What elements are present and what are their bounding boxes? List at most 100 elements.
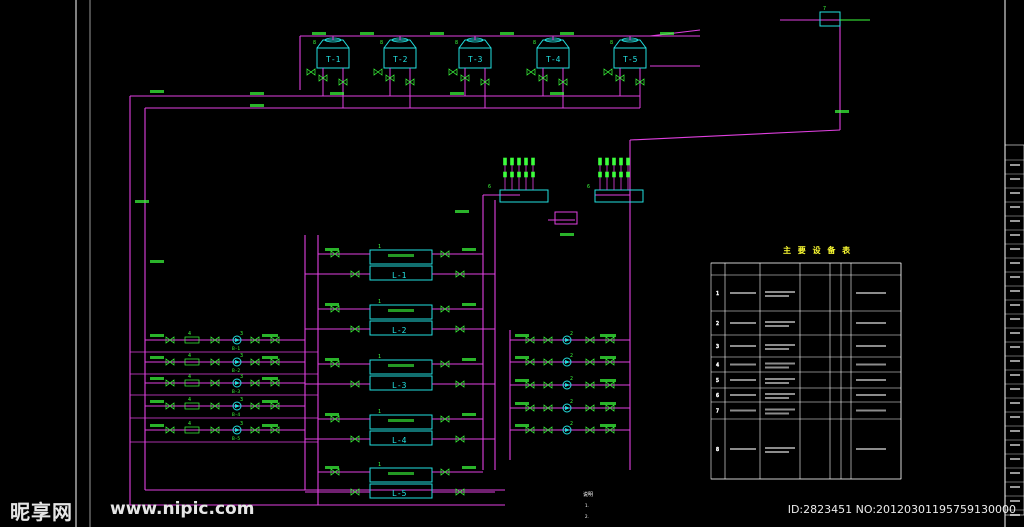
valve-icon	[543, 381, 553, 389]
valve-icon	[165, 402, 175, 410]
valve-icon	[440, 468, 450, 476]
watermark-id: ID:2823451 NO:20120301195759130000	[787, 503, 1016, 516]
chiller-label: L-3	[392, 381, 407, 390]
right-pump-number: 2	[570, 331, 573, 337]
valve-icon	[250, 358, 260, 366]
cooling-tower: T-18	[306, 36, 350, 108]
pipe-size-label	[150, 334, 164, 337]
pipe-size-label	[150, 424, 164, 427]
valve-icon	[455, 270, 465, 278]
valve-icon	[440, 360, 450, 368]
chiller-evaporator	[369, 467, 433, 483]
tower-label: T-3	[468, 55, 483, 64]
chiller-unit: L-41	[305, 409, 495, 446]
valve-icon	[350, 380, 360, 388]
valve-icon	[455, 435, 465, 443]
right-pump-number: 2	[570, 399, 573, 405]
filter-icon	[184, 358, 200, 366]
pump-label: B-5	[232, 436, 240, 442]
pump-number: 3	[240, 421, 243, 427]
valve-icon	[525, 404, 535, 412]
tower-number: 8	[533, 40, 536, 46]
notes-line-2: 2.	[585, 514, 589, 519]
distributor-valve-stacks	[503, 157, 630, 190]
valve-icon	[250, 426, 260, 434]
valve-icon	[460, 74, 470, 82]
pump-label: B-2	[232, 368, 240, 374]
valve-icon	[350, 488, 360, 496]
right-pump-number: 2	[570, 353, 573, 359]
filter-number: 4	[188, 331, 191, 337]
tower-label: T-2	[393, 55, 408, 64]
pipe-size-label	[262, 424, 278, 427]
valve-icon	[165, 336, 175, 344]
valve-icon	[543, 336, 553, 344]
filter-number: 4	[188, 353, 191, 359]
chiller-label: L-2	[392, 326, 407, 335]
watermark-url: www.nipic.com	[110, 499, 255, 519]
chiller-rows: L-11L-21L-31L-41L-5 1	[305, 244, 495, 499]
pump-icon	[562, 380, 572, 390]
chiller-unit: L-5 1	[305, 462, 495, 499]
chiller-label: L-5	[392, 489, 407, 498]
valve-icon	[210, 379, 220, 387]
chiller-unit: L-31	[305, 354, 495, 391]
right-pump-row: 2	[510, 421, 630, 435]
left-pump-row: 4 3B-3	[130, 374, 318, 396]
filter-icon	[184, 402, 200, 410]
valve-icon	[525, 381, 535, 389]
valve-icon	[538, 74, 548, 82]
makeup-number: 7	[823, 6, 826, 12]
pipe-size-label	[262, 400, 278, 403]
pump-icon	[232, 378, 242, 388]
valve-icon	[210, 426, 220, 434]
valve-icon	[250, 336, 260, 344]
valve-icon	[525, 426, 535, 434]
tower-number: 8	[455, 40, 458, 46]
valve-icon	[270, 379, 280, 387]
chiller-unit: L-11	[305, 244, 495, 281]
valve-icon	[270, 358, 280, 366]
cooling-towers: T-18T-28T-38T-48T-58	[306, 36, 647, 108]
valve-icon	[165, 358, 175, 366]
right-pump-number: 2	[570, 376, 573, 382]
pump-label: B-3	[232, 389, 240, 395]
pump-number: 3	[240, 374, 243, 380]
valve-icon	[338, 78, 348, 86]
valve-icon	[585, 381, 595, 389]
tower-label: T-4	[546, 55, 561, 64]
valve-icon	[350, 270, 360, 278]
filter-number: 4	[188, 421, 191, 427]
valve-icon	[350, 325, 360, 333]
valve-icon	[558, 78, 568, 86]
valve-icon	[615, 74, 625, 82]
valve-icon	[270, 426, 280, 434]
chiller-number: 1	[378, 462, 381, 468]
chiller-evaporator	[369, 249, 433, 265]
left-pump-row: 4 3B-5	[130, 421, 318, 443]
valve-icon	[440, 415, 450, 423]
chiller-evaporator	[369, 359, 433, 375]
valve-icon	[210, 402, 220, 410]
water-distributors	[499, 189, 644, 225]
watermark-logo: 昵享网	[10, 500, 73, 524]
valve-icon	[525, 358, 535, 366]
chiller-unit: L-21	[305, 299, 495, 336]
header-number: 6	[488, 184, 491, 190]
valve-icon	[603, 68, 613, 76]
pipe-size-label	[262, 377, 278, 380]
pump-icon	[562, 403, 572, 413]
right-pump-row: 2	[510, 353, 630, 367]
table-row-number: 1	[716, 291, 719, 297]
right-pump-rows: 2 2 2 2 2	[510, 331, 630, 435]
valve-icon	[385, 74, 395, 82]
pump-icon	[232, 357, 242, 367]
filter-number: 4	[188, 374, 191, 380]
title-block	[1004, 144, 1024, 516]
table-row-number: 5	[716, 378, 719, 384]
valve-icon	[165, 426, 175, 434]
chiller-condenser	[369, 430, 433, 446]
